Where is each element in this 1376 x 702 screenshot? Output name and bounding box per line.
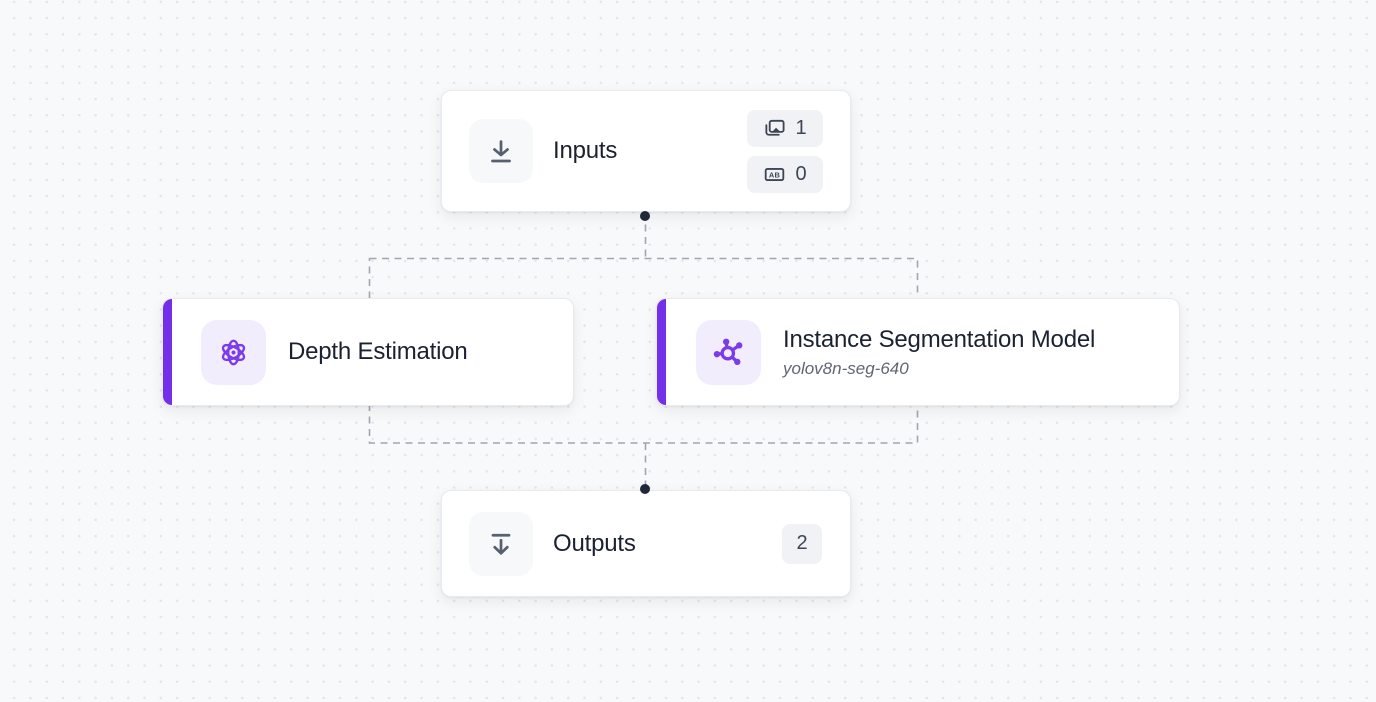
parameters-count: 0 (795, 162, 807, 185)
node-outputs[interactable]: Outputs 2 (441, 490, 851, 597)
inputs-title: Inputs (553, 137, 618, 164)
images-count: 1 (795, 116, 807, 139)
segmentation-icon-box (696, 319, 761, 385)
output-down-icon (491, 533, 511, 555)
atom-icon (221, 339, 246, 365)
accent-bar (657, 299, 666, 405)
svg-text:AB: AB (769, 170, 781, 179)
inputs-output-handle[interactable] (640, 211, 650, 221)
graph-icon (713, 338, 743, 365)
ab-field-icon: AB (765, 167, 785, 181)
inputs-icon-box (469, 119, 533, 183)
segmentation-model-id: yolov8n-seg-640 (783, 358, 909, 378)
images-icon (765, 119, 785, 136)
accent-bar (163, 299, 172, 405)
depth-title: Depth Estimation (288, 338, 468, 365)
node-instance-segmentation[interactable]: Instance Segmentation Model yolov8n-seg-… (656, 298, 1180, 406)
depth-icon-box (201, 319, 266, 385)
node-inputs[interactable]: Inputs 1 AB 0 (441, 90, 851, 212)
outputs-icon-box (469, 511, 533, 576)
parameters-count-badge[interactable]: AB 0 (747, 155, 823, 193)
images-count-badge[interactable]: 1 (747, 109, 823, 147)
download-icon (491, 140, 511, 163)
inputs-badges: 1 AB 0 (747, 109, 823, 193)
outputs-count-badge[interactable]: 2 (782, 523, 822, 564)
node-depth-estimation[interactable]: Depth Estimation (162, 298, 574, 406)
segmentation-text: Instance Segmentation Model yolov8n-seg-… (783, 326, 1095, 379)
outputs-input-handle[interactable] (640, 484, 650, 494)
outputs-title: Outputs (553, 529, 636, 557)
segmentation-title: Instance Segmentation Model (783, 325, 1096, 353)
